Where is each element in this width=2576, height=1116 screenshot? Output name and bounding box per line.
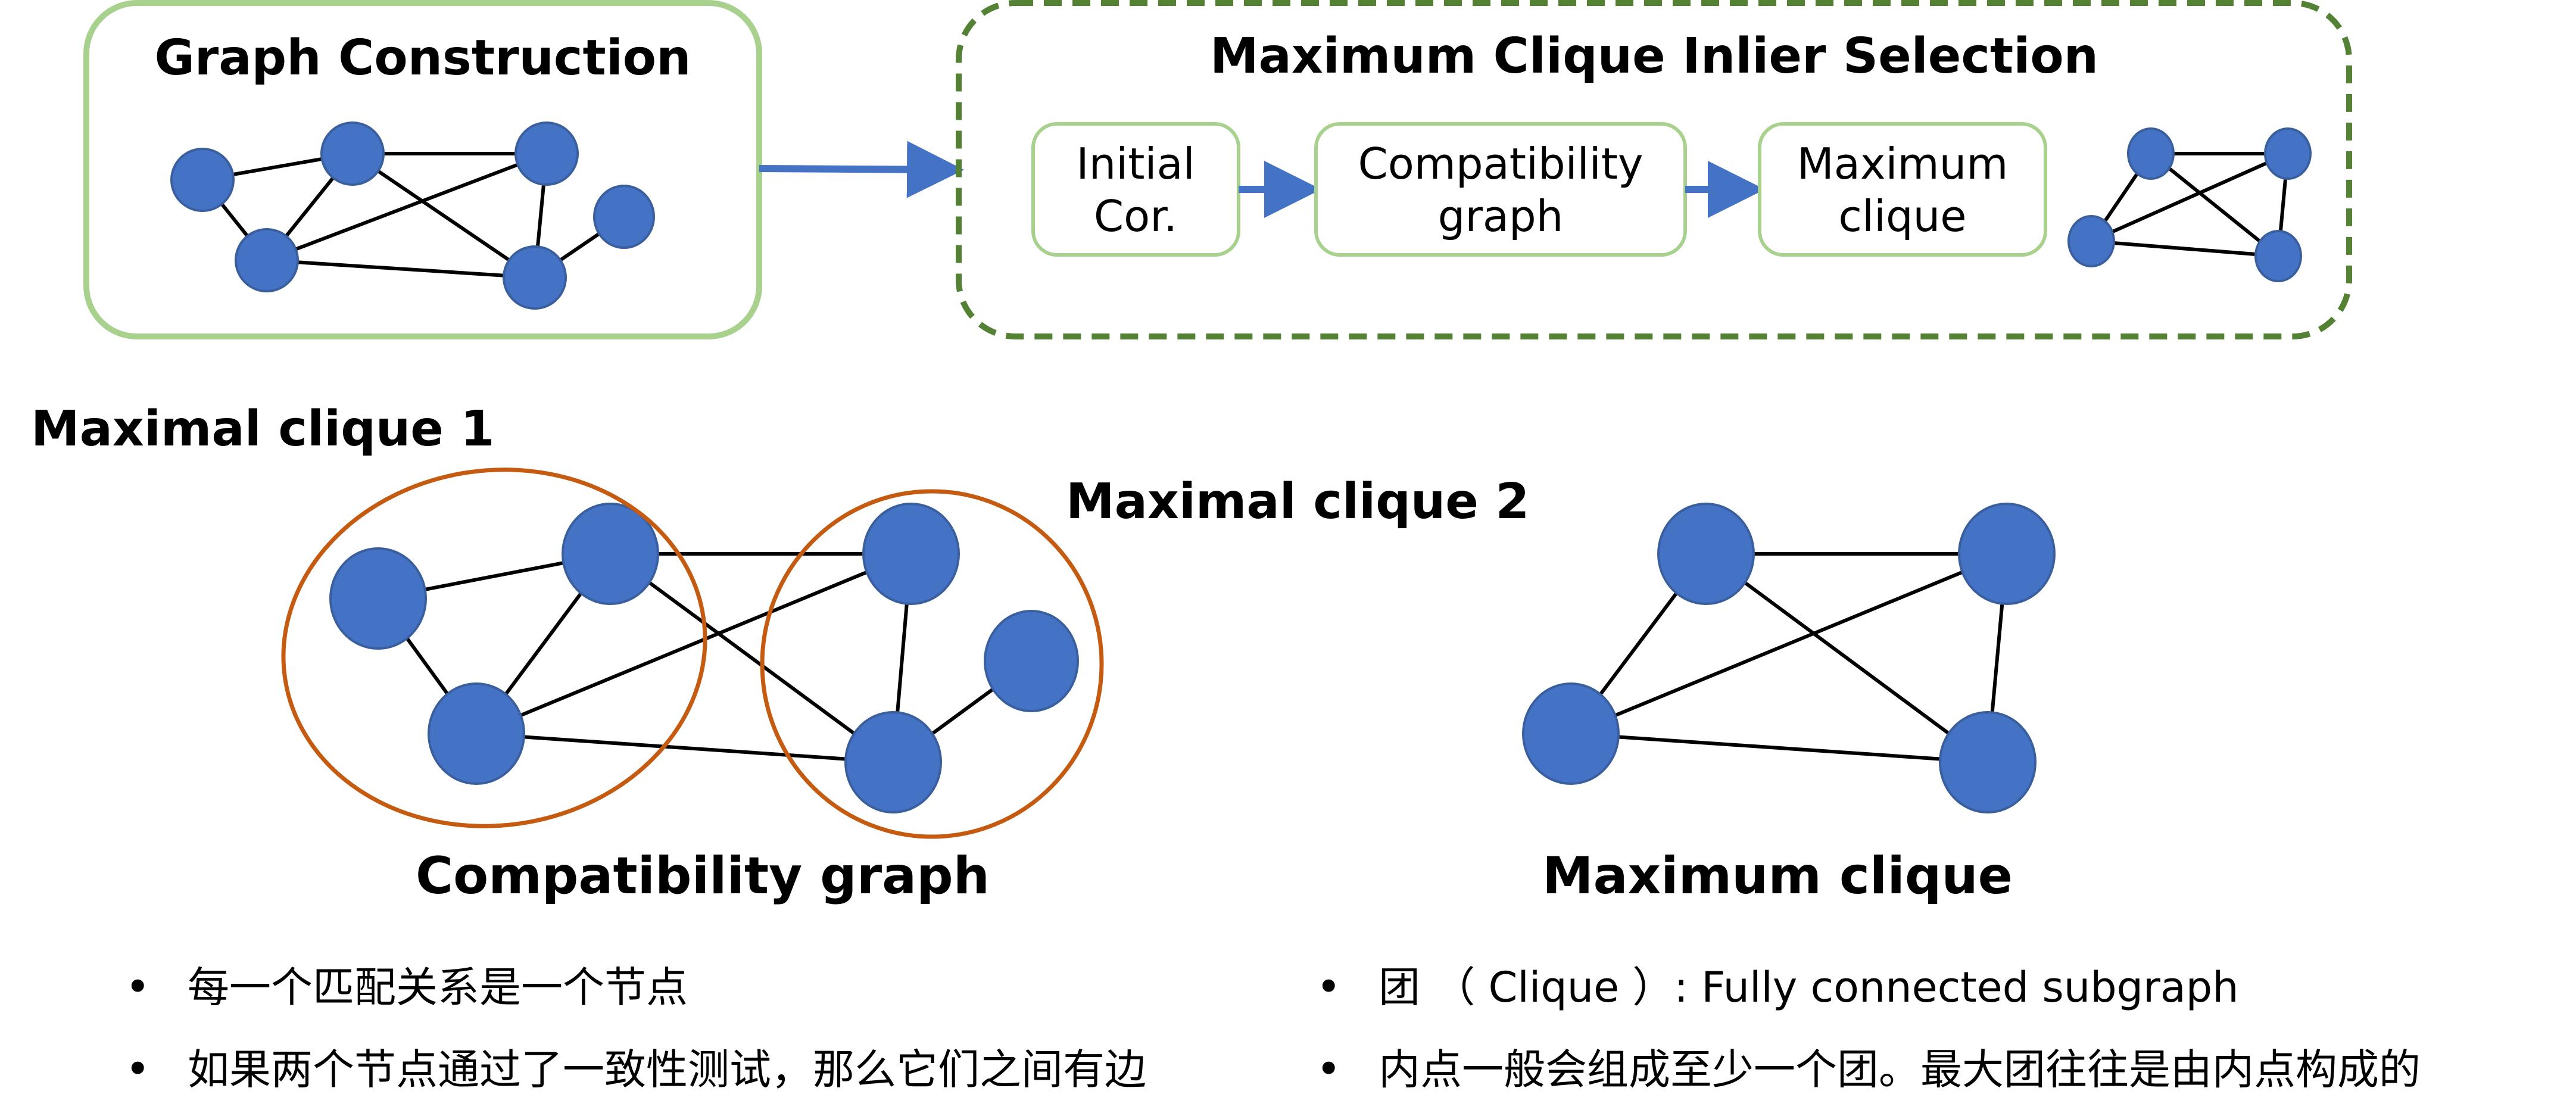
bullets-left: • 每一个匹配关系是一个节点 • 如果两个节点通过了一致性测试，那么它们之间有边 bbox=[125, 962, 1146, 1094]
step-maximum-clique-box bbox=[1758, 122, 2047, 257]
step-initial-cor-line1: Initial bbox=[1076, 139, 1195, 189]
graph-node bbox=[235, 228, 299, 292]
graph-node bbox=[1522, 682, 1620, 785]
step-maximum-clique-line2: clique bbox=[1838, 191, 1966, 241]
graph-construction-panel: Graph Construction bbox=[83, 0, 762, 339]
graph-node bbox=[593, 185, 655, 249]
graph-node bbox=[862, 503, 960, 605]
graph-node bbox=[1657, 503, 1755, 605]
bullets-right: • 团 （ Clique ）: Fully connected subgraph… bbox=[1316, 962, 2421, 1094]
step-maximum-clique-line1: Maximum bbox=[1797, 139, 2009, 189]
maximal-clique-2-ellipse bbox=[760, 489, 1104, 839]
maximum-clique-edges bbox=[1569, 552, 2009, 764]
graph-node bbox=[320, 121, 385, 186]
mini-clique-edges bbox=[2090, 152, 2290, 258]
maximum-clique-caption: Maximum clique bbox=[1542, 846, 2013, 906]
bullet-symbol: • bbox=[125, 962, 150, 1012]
max-clique-selection-box bbox=[956, 0, 2352, 339]
bullet-text: 团 （ Clique ）: Fully connected subgraph bbox=[1379, 963, 2239, 1012]
bullet-text: 每一个匹配关系是一个节点 bbox=[188, 963, 688, 1012]
graph-node bbox=[329, 547, 427, 650]
pipeline-arrow-main bbox=[759, 141, 964, 198]
bullet-text: 内点一般会组成至少一个团。最大团往往是由内点构成的 bbox=[1379, 1045, 2421, 1094]
step-compatibility-graph-line2: graph bbox=[1438, 191, 1564, 241]
graph-node bbox=[503, 245, 567, 310]
step-initial-cor-line2: Cor. bbox=[1094, 191, 1177, 241]
max-clique-selection-panel: Maximum Clique Inlier Selection Initial … bbox=[956, 0, 2352, 339]
small-graph-nodes bbox=[170, 121, 655, 310]
step-compatibility-graph-line1: Compatibility bbox=[1358, 139, 1643, 189]
graph-node bbox=[170, 148, 235, 212]
graph-node bbox=[844, 711, 942, 813]
graph-construction-title: Graph Construction bbox=[154, 30, 691, 86]
graph-node bbox=[2067, 215, 2115, 267]
graph-node bbox=[1939, 711, 2037, 813]
compatibility-graph bbox=[281, 467, 1104, 839]
graph-node bbox=[514, 121, 579, 186]
graph-node bbox=[562, 503, 659, 605]
mini-clique-nodes bbox=[2067, 127, 2312, 282]
maximal-clique-1-ellipse bbox=[281, 467, 707, 828]
maximum-clique-graph bbox=[1522, 503, 2056, 813]
graph-node bbox=[428, 682, 525, 785]
graph-node bbox=[1958, 503, 2056, 605]
graph-node bbox=[2127, 127, 2175, 180]
bullet-symbol: • bbox=[1316, 962, 1341, 1012]
bullet-symbol: • bbox=[1316, 1044, 1341, 1094]
bullet-text: 如果两个节点通过了一致性测试，那么它们之间有边 bbox=[188, 1045, 1146, 1094]
max-clique-selection-title: Maximum Clique Inlier Selection bbox=[1210, 28, 2098, 85]
graph-node bbox=[2254, 230, 2302, 282]
maximal-clique-1-label: Maximal clique 1 bbox=[31, 401, 494, 457]
maximum-clique-nodes bbox=[1522, 503, 2056, 813]
bullet-symbol: • bbox=[125, 1044, 150, 1094]
compatibility-graph-caption: Compatibility graph bbox=[416, 846, 990, 906]
compatibility-graph-nodes bbox=[329, 503, 1079, 813]
graph-node bbox=[984, 610, 1079, 712]
maximal-clique-2-label: Maximal clique 2 bbox=[1066, 473, 1529, 530]
graph-node bbox=[2264, 127, 2312, 180]
